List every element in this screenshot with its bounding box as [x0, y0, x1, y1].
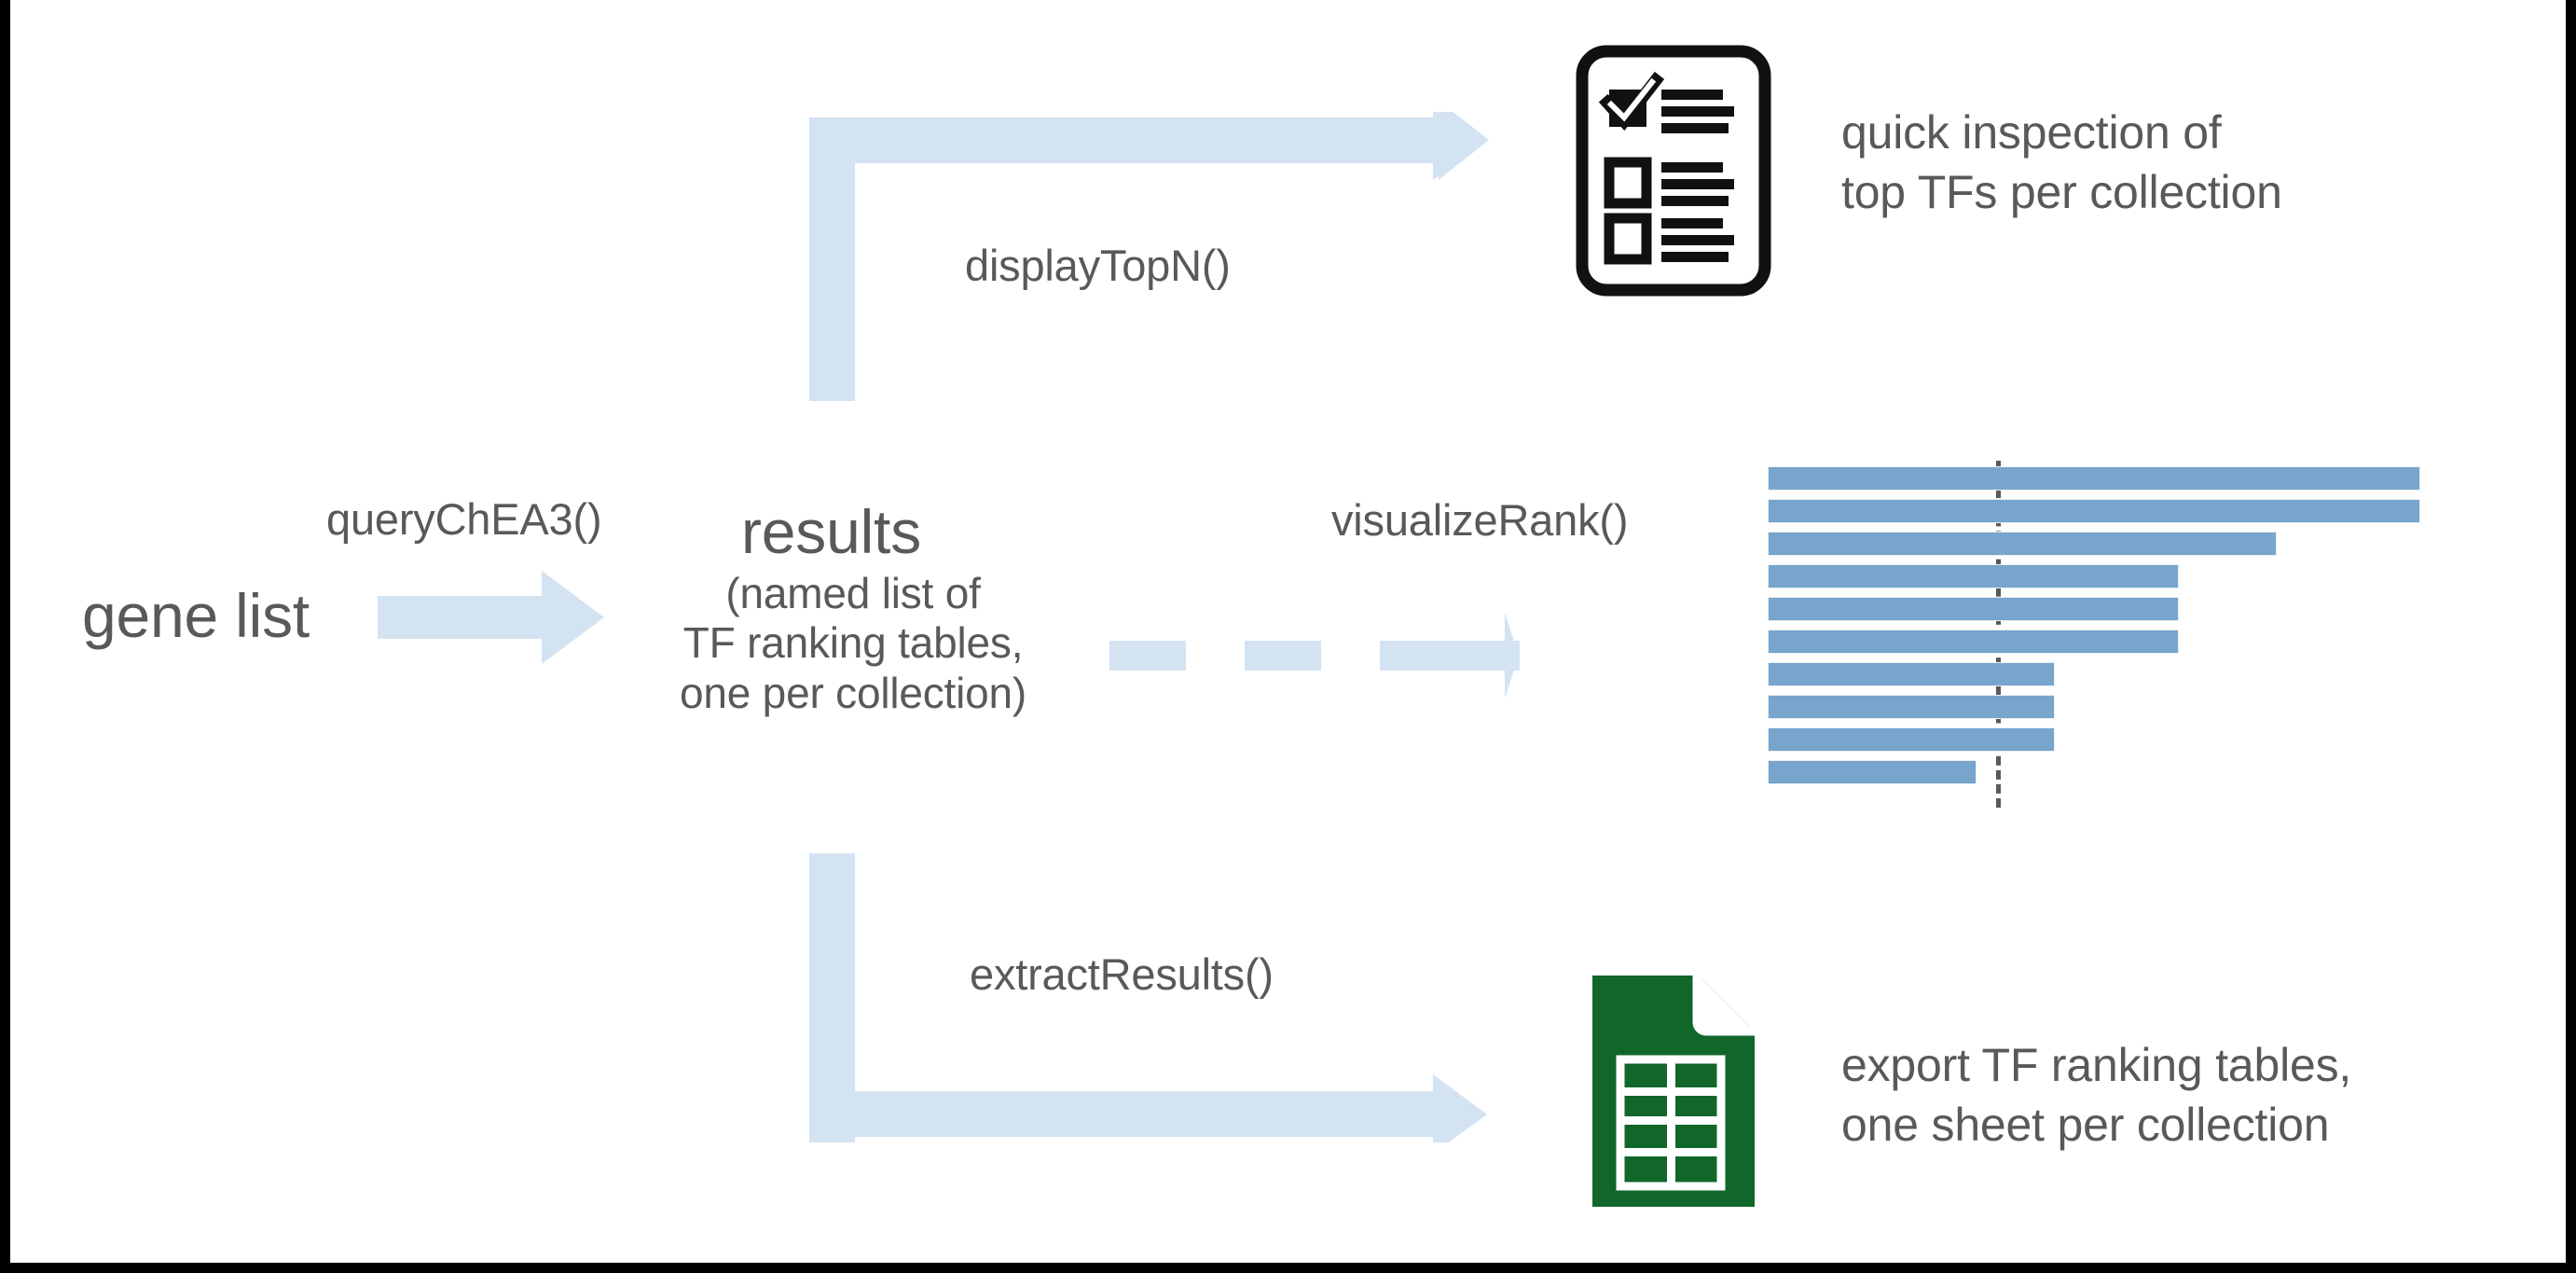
frame-edge-bottom: [0, 1263, 2576, 1273]
bar-chart-row: [1768, 564, 2420, 588]
checklist-caption-line-1: quick inspection of: [1841, 106, 2222, 159]
output-caption-spreadsheet: export TF ranking tables, one sheet per c…: [1841, 1035, 2351, 1155]
bar-chart-bar: [1768, 597, 2179, 621]
bar-chart-row: [1768, 597, 2420, 621]
bar-chart-row: [1768, 499, 2420, 523]
bar-chart-row: [1768, 760, 2420, 784]
edge-label-display-top-n: displayTopN(): [965, 241, 1231, 290]
bar-chart-row: [1768, 466, 2420, 491]
node-gene-list: gene list: [82, 581, 310, 650]
frame-edge-right: [2566, 0, 2576, 1273]
spreadsheet-icon: [1592, 974, 1756, 1207]
spreadsheet-caption-line-1: export TF ranking tables,: [1841, 1039, 2352, 1091]
bar-chart-row: [1768, 662, 2420, 686]
bar-chart-row: [1768, 727, 2420, 752]
bar-chart-bar: [1768, 564, 2179, 588]
node-results-title: results: [741, 497, 921, 566]
bar-chart-icon: [1768, 461, 2420, 808]
arrow-query-chea3: [378, 571, 604, 664]
spreadsheet-caption-line-2: one sheet per collection: [1841, 1099, 2330, 1151]
bar-chart-row: [1768, 630, 2420, 654]
edge-label-query-chea3: queryChEA3(): [326, 494, 602, 544]
bar-chart-bar: [1768, 727, 2055, 752]
bar-chart-bar: [1768, 466, 2420, 491]
frame-edge-left: [0, 0, 10, 1273]
bar-chart-bar: [1768, 662, 2055, 686]
bar-chart-row: [1768, 532, 2420, 556]
checklist-icon: [1576, 45, 1771, 297]
bar-chart-bar: [1768, 499, 2420, 523]
edge-label-extract-results: extractResults(): [970, 949, 1274, 999]
bar-chart-bar: [1768, 760, 1977, 784]
results-desc-line-1: (named list of: [725, 569, 981, 617]
bar-chart-bar: [1768, 532, 2277, 556]
bar-chart-row: [1768, 695, 2420, 719]
edge-label-visualize-rank: visualizeRank(): [1331, 495, 1629, 545]
bar-chart-bar: [1768, 695, 2055, 719]
arrow-display-top-n: [809, 112, 1489, 401]
arrow-extract-results: [809, 853, 1487, 1142]
results-desc-line-2: TF ranking tables,: [682, 618, 1024, 668]
checklist-caption-line-2: top TFs per collection: [1841, 166, 2282, 218]
arrow-visualize-rank: [1109, 613, 1520, 699]
results-desc-line-3: one per collection): [679, 668, 1027, 717]
output-caption-checklist: quick inspection of top TFs per collectio…: [1841, 103, 2282, 222]
bar-chart-bar: [1768, 630, 2179, 654]
